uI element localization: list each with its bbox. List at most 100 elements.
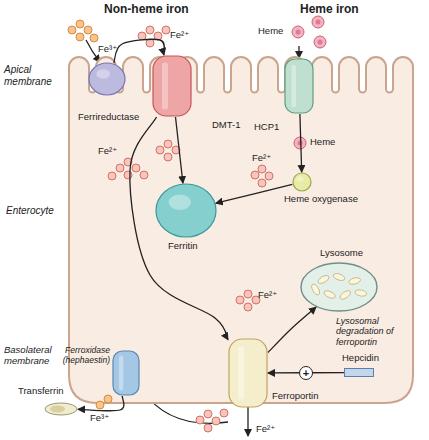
ferrous-ion — [244, 290, 252, 298]
transferrin-core — [50, 406, 65, 413]
lysosome-shape — [301, 263, 377, 311]
node-outline — [152, 55, 192, 117]
node-label: HCP1 — [254, 122, 279, 133]
heme-core — [318, 40, 323, 45]
free-label: Fe³⁺ — [90, 413, 109, 424]
highlight — [162, 62, 168, 109]
node-outline — [44, 402, 78, 416]
free-label: Non-heme iron — [104, 3, 189, 17]
ferrous-ion — [220, 409, 228, 417]
degraded-fragment — [323, 289, 336, 300]
ferric-ion — [68, 26, 76, 34]
protein-shape — [293, 173, 311, 191]
heme-oxygenase-enzyme: Heme oxygenase — [292, 172, 312, 192]
ferrous-ion — [164, 153, 172, 161]
free-label: Basolateral membrane — [4, 345, 56, 367]
heme-molecule — [314, 36, 326, 48]
free-label: Fe²⁺ — [258, 290, 277, 301]
ferrous-ion — [258, 179, 266, 187]
transferrin-protein: Transferrin — [44, 402, 78, 416]
heme-core — [316, 20, 321, 25]
degraded-fragment — [332, 272, 345, 282]
ferrous-ion — [162, 26, 170, 34]
free-label: Fe²⁺ — [98, 146, 117, 157]
node-outline — [112, 350, 140, 396]
ferric-ion — [76, 33, 84, 41]
node-outline — [88, 62, 126, 96]
node-outline — [284, 58, 314, 114]
node-label: Lysosome — [320, 248, 363, 259]
cell-membrane — [69, 57, 413, 403]
ferrous-ion — [116, 164, 124, 172]
highlight — [296, 176, 303, 182]
ferrous-ion — [146, 26, 154, 34]
ferrous-ion — [132, 164, 140, 172]
hepcidin-peptide: Hepcidin — [344, 368, 374, 377]
ferrous-ion — [244, 303, 252, 311]
ferric-ion — [76, 20, 84, 28]
ferrous-ion — [140, 171, 148, 179]
highlight — [119, 356, 123, 391]
protein-shape — [153, 56, 191, 116]
node-label: Ferrireductase — [78, 112, 139, 123]
highlight — [96, 69, 110, 79]
highlight — [292, 65, 297, 108]
ferrous-ion — [196, 416, 204, 424]
dmt1-transporter: DMT-1 — [152, 55, 192, 117]
node-label: Ferritin — [168, 241, 198, 252]
peptide-shape — [345, 369, 374, 377]
ferric-ion — [84, 26, 92, 34]
ferrous-ion — [204, 424, 212, 432]
node-outline — [344, 368, 374, 377]
node-label: DMT-1 — [212, 120, 241, 131]
transferrin-shape — [45, 403, 77, 415]
highlight — [238, 346, 244, 399]
heme-core — [298, 141, 303, 146]
node-label: Enterocyte — [6, 205, 54, 217]
degraded-fragment — [317, 274, 330, 285]
heme-molecule — [294, 137, 306, 149]
degraded-fragment — [310, 283, 321, 296]
ferrous-ion — [204, 410, 212, 418]
node-label: Transferrin — [18, 386, 64, 397]
ferrous-ion — [236, 296, 244, 304]
ferric-ion — [90, 34, 98, 42]
node-outline — [155, 183, 217, 238]
degraded-fragment — [348, 277, 361, 286]
protein-shape — [229, 339, 267, 407]
ferrous-ion — [265, 172, 273, 180]
node-outline — [292, 172, 312, 192]
edge-label: + — [299, 366, 313, 380]
free-label: Fe²⁺ — [256, 424, 275, 435]
hcp1-transporter: HCP1 — [284, 58, 314, 114]
flow-arrow — [86, 40, 100, 62]
highlight — [169, 195, 191, 210]
free-label: Fe²⁺ — [170, 30, 189, 41]
ferrous-ion — [124, 171, 132, 179]
ferrous-ion — [108, 172, 116, 180]
node-label: Ferroportin — [272, 391, 318, 402]
ferric-ion — [96, 401, 104, 409]
node-label: Lysosomal degradation of ferroportin — [336, 316, 418, 347]
ferroxidase-protein: Ferroxidase (hephaestin) — [112, 350, 140, 396]
node-outline — [228, 338, 268, 408]
ferrous-ion — [156, 146, 164, 154]
protein-shape — [285, 59, 313, 113]
heme-core — [296, 30, 301, 35]
free-label: Heme — [258, 26, 283, 37]
ferrous-ion — [146, 39, 154, 47]
node-label: Hepcidin — [342, 353, 379, 364]
ferrous-ion — [258, 165, 266, 173]
ferroportin-transporter: Ferroportin — [228, 338, 268, 408]
ferritin-store: Ferritin — [155, 183, 217, 238]
degraded-fragment — [339, 289, 352, 301]
ferrireductase-protein: Ferrireductase — [88, 62, 126, 96]
lysosome: LysosomeLysosomal degradation of ferropo… — [300, 262, 378, 312]
free-label: Fe³⁺ — [98, 44, 117, 55]
protein-shape — [113, 351, 139, 395]
node-label: Heme oxygenase — [284, 194, 358, 205]
free-label: Apical membrane — [4, 64, 64, 87]
